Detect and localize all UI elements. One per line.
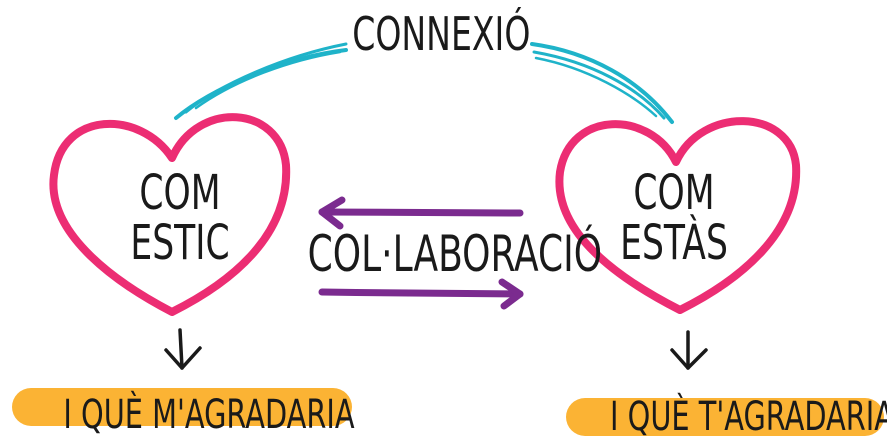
right-heart-line1: COM [633,165,715,221]
left-heart-shape [49,113,291,316]
left-result-pill [12,388,352,426]
right-heart-line2: ESTÀS [620,215,728,272]
left-result-text: I QUÈ M'AGRADARIA [63,392,355,436]
collaboration-arrow-right [318,278,524,310]
right-down-arrow [670,330,708,370]
collaboration-label: COL·LABORACIÓ [307,225,603,283]
right-heart-shape [555,117,801,314]
left-heart-line2: ESTIC [130,215,230,272]
connection-swoosh-right [530,42,674,124]
left-heart-text: COM ESTIC [108,168,252,269]
collaboration-arrow-left [318,196,524,230]
right-result-text: I QUÈ T'AGRADARIA [610,394,887,436]
left-down-arrow [164,328,202,370]
connection-label: CONNEXIÓ [352,7,531,61]
right-heart-text: COM ESTÀS [602,168,746,269]
left-heart-line1: COM [139,165,221,221]
right-result-pill [566,398,884,436]
connection-swoosh-left [174,42,348,120]
